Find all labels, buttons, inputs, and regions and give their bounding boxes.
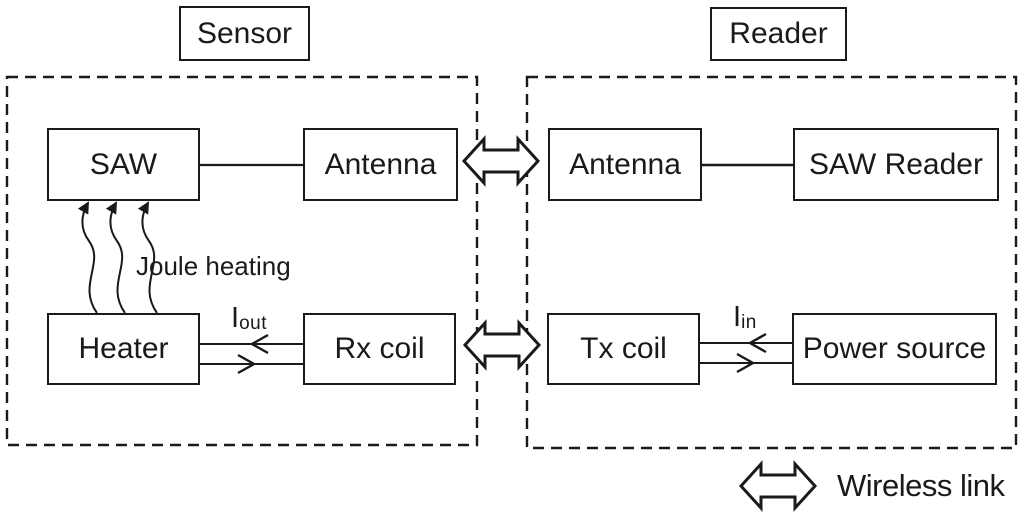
- iout-left-chevron-icon: [249, 333, 269, 355]
- iin-label-base: I: [733, 301, 742, 333]
- reader-title-box: Reader: [710, 7, 847, 61]
- rx-coil-block: Rx coil: [303, 313, 456, 385]
- iin-label: Iin: [733, 302, 757, 333]
- saw-block: SAW: [47, 128, 200, 201]
- iout-return-right-chevron-icon: [237, 353, 257, 375]
- wireless-arrow-coils-icon: [462, 319, 542, 371]
- tx-coil-block: Tx coil: [547, 313, 700, 385]
- iout-label-subscript: out: [239, 313, 267, 334]
- iin-left-chevron-icon: [747, 332, 767, 354]
- saw-reader-block: SAW Reader: [793, 128, 999, 201]
- sensor-title-box: Sensor: [179, 6, 310, 61]
- wireless-arrow-antennas-icon: [461, 135, 541, 187]
- iout-label-base: I: [231, 302, 240, 334]
- iout-label: Iout: [231, 303, 267, 334]
- heater-block: Heater: [47, 313, 200, 385]
- power-source-block: Power source: [792, 313, 997, 385]
- wireless-link-legend-label: Wireless link: [837, 468, 1005, 503]
- iin-label-subscript: in: [741, 312, 757, 333]
- reader-antenna-block: Antenna: [548, 128, 702, 201]
- wireless-link-legend-arrow-icon: [738, 460, 818, 512]
- sensor-antenna-block: Antenna: [303, 128, 458, 201]
- iin-return-right-chevron-icon: [736, 352, 756, 374]
- joule-heating-label: Joule heating: [136, 251, 291, 281]
